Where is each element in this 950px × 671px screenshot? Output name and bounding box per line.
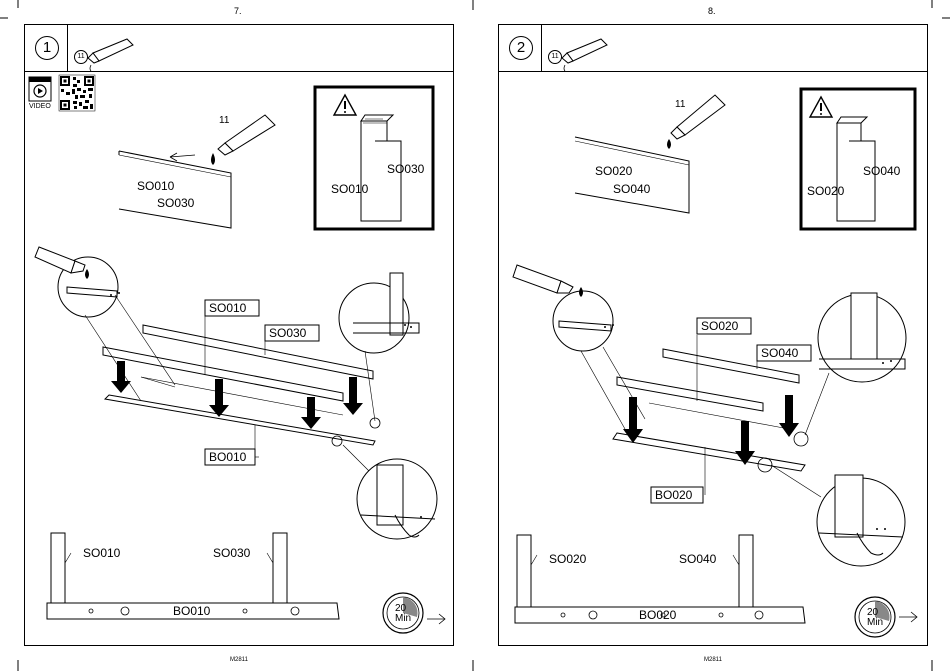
instruction-page-right: 2 11 (498, 24, 928, 646)
side-label-a: SO010 (83, 546, 121, 560)
glue-label: 11 (675, 99, 686, 110)
page-number: 7. (234, 6, 242, 16)
base-part-label: BO010 (209, 450, 247, 464)
top-part-label-b: SO040 (613, 182, 651, 196)
timer-unit: Min (395, 613, 411, 624)
base-part-label: BO020 (655, 488, 693, 502)
side-base-label: BO020 (639, 608, 677, 622)
warning-label-right: SO030 (387, 162, 425, 176)
side-label-b: SO040 (679, 552, 717, 566)
assembly-diagram: 11 SO020 SO040 SO020 SO040 SO020 SO040 B… (499, 25, 929, 647)
main-part-label-b: SO040 (761, 346, 799, 360)
main-part-label-b: SO030 (269, 326, 307, 340)
footer-code: M2811 (704, 657, 722, 663)
side-label-a: SO020 (549, 552, 587, 566)
top-part-label-a: SO020 (595, 164, 633, 178)
page-number: 8. (708, 6, 716, 16)
main-part-label-a: SO010 (209, 301, 247, 315)
top-part-label-b: SO030 (157, 196, 195, 210)
top-part-label-a: SO010 (137, 179, 175, 193)
side-label-b: SO030 (213, 546, 251, 560)
glue-label: 11 (219, 115, 230, 126)
assembly-diagram: 11 SO010 SO030 SO010 SO030 SO010 SO030 B… (25, 25, 455, 647)
warning-label-right: SO040 (863, 164, 901, 178)
warning-label-left: SO010 (331, 182, 369, 196)
instruction-page-left: 1 11 VIDEO (24, 24, 454, 646)
side-base-label: BO010 (173, 604, 211, 618)
main-part-label-a: SO020 (701, 319, 739, 333)
timer-unit: Min (867, 617, 883, 628)
footer-code: M2811 (230, 657, 248, 663)
warning-label-left: SO020 (807, 184, 845, 198)
